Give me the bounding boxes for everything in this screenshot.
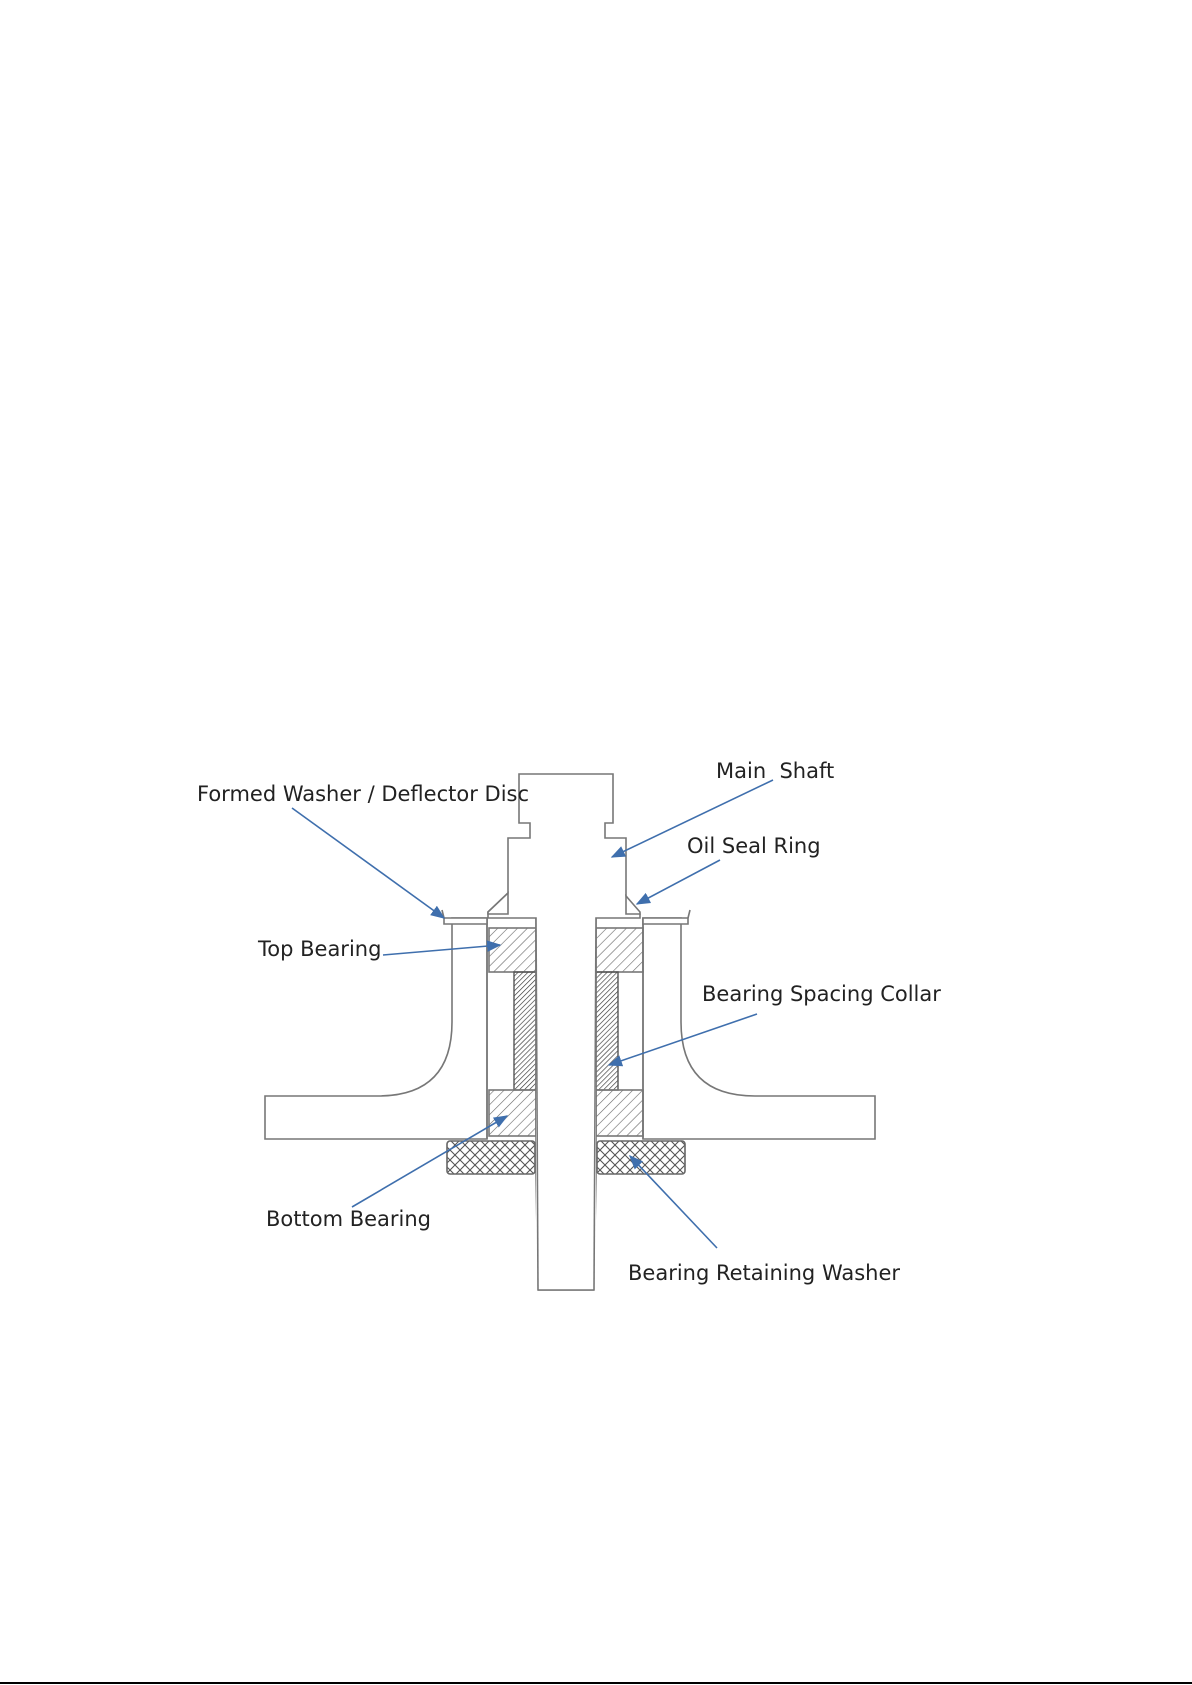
spacing-collar-right bbox=[596, 972, 618, 1090]
formed-washer-right bbox=[643, 918, 688, 924]
spacing-collar-left bbox=[514, 972, 536, 1090]
housing-right bbox=[643, 918, 875, 1139]
oil-seal-right bbox=[626, 896, 640, 914]
retaining-washer-left bbox=[447, 1141, 535, 1174]
label-bearing-retaining-washer: Bearing Retaining Washer bbox=[628, 1261, 900, 1285]
bottom-bearing-right bbox=[596, 1090, 643, 1136]
label-bottom-bearing: Bottom Bearing bbox=[266, 1207, 431, 1231]
oil-seal-left bbox=[488, 893, 508, 914]
label-top-bearing: Top Bearing bbox=[257, 937, 381, 961]
label-main-shaft: Main Shaft bbox=[716, 759, 834, 783]
formed-washer-left bbox=[444, 918, 487, 924]
label-formed-washer: Formed Washer / Deflector Disc bbox=[197, 782, 529, 806]
bottom-bearing-left bbox=[489, 1090, 536, 1136]
leader-formed-washer bbox=[292, 808, 444, 918]
formed-washer-lip-right bbox=[688, 910, 690, 918]
retaining-washer-right bbox=[597, 1141, 685, 1174]
leader-oil-seal bbox=[637, 860, 720, 904]
label-bearing-spacing-collar: Bearing Spacing Collar bbox=[702, 982, 941, 1006]
page-bottom-rule bbox=[0, 1682, 1192, 1684]
label-oil-seal-ring: Oil Seal Ring bbox=[687, 834, 821, 858]
shaft-core bbox=[536, 918, 596, 1290]
top-bearing-left bbox=[489, 928, 536, 972]
top-bearing-right bbox=[596, 928, 643, 972]
